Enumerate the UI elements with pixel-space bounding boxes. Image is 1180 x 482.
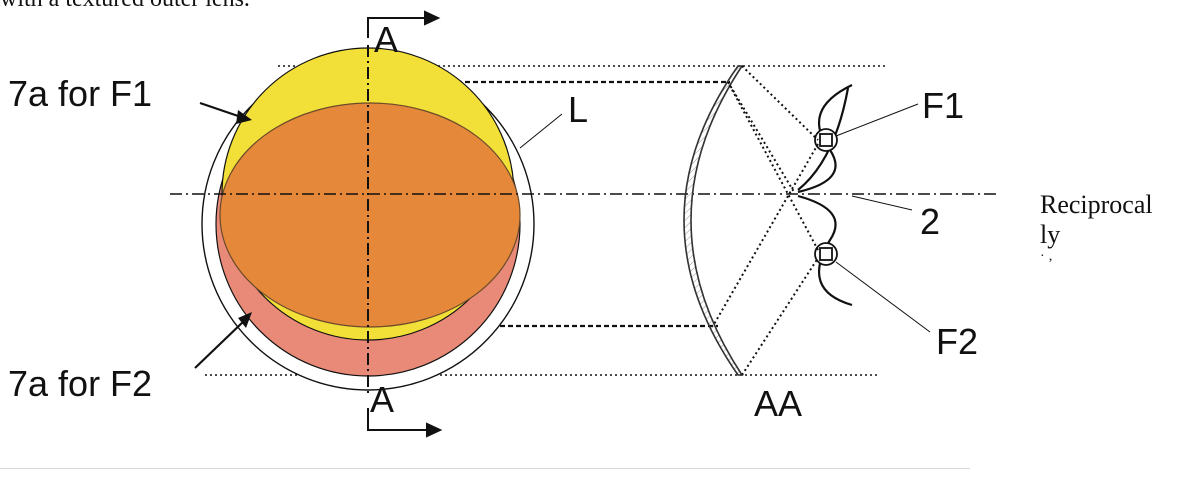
bottom-arrow-head xyxy=(426,422,443,438)
reflectors xyxy=(797,84,853,307)
top-caption-text: with a textured outer lens. xyxy=(0,0,250,13)
section-arrows xyxy=(367,10,443,438)
lens-leader xyxy=(519,113,563,149)
side-text-line3: · ‚ xyxy=(1040,249,1053,264)
center-lines xyxy=(170,45,1000,395)
section-view-label: AA xyxy=(754,383,802,424)
side-text-block: Reciprocal ly · ‚ xyxy=(1040,190,1180,264)
ray-lines xyxy=(712,65,819,376)
ray-f1-top xyxy=(741,65,819,141)
lens-cross-section xyxy=(683,65,744,376)
zone-leaders xyxy=(194,101,252,369)
f2-leader xyxy=(835,261,931,333)
side-text-line1: Reciprocal xyxy=(1040,190,1153,219)
axis-ref-label: 2 xyxy=(920,201,940,242)
zone-f1-arrowhead xyxy=(236,110,252,124)
top-arrow-head xyxy=(424,10,441,26)
label-leaders xyxy=(835,103,931,333)
zone-f2-leader xyxy=(194,319,246,369)
reflector-f2 xyxy=(797,194,853,307)
axis-ref-leader xyxy=(851,195,913,211)
bottom-section-arrow xyxy=(367,408,432,431)
bulbs xyxy=(814,128,838,266)
bottom-divider xyxy=(0,468,970,469)
zone-f2-label: 7a for F2 xyxy=(8,363,152,404)
ray-f2-bottom xyxy=(741,257,819,376)
overlap-ellipse xyxy=(219,102,521,328)
bulb-f2-filament xyxy=(819,247,833,261)
section-label-bottom: A xyxy=(370,379,394,420)
ray-f1-inner xyxy=(727,81,795,193)
focus-f2-label: F2 xyxy=(936,321,978,362)
f1-leader xyxy=(835,103,919,137)
zone-f1-leader xyxy=(199,101,245,120)
side-text-line2: ly xyxy=(1040,220,1061,249)
zone-f2-arrowhead xyxy=(238,312,252,328)
lens-label: L xyxy=(568,89,588,130)
focus-f1-label: F1 xyxy=(922,85,964,126)
ray-f2-cross xyxy=(728,83,819,251)
top-section-arrow xyxy=(367,17,430,38)
ray-f1-cross xyxy=(712,143,819,327)
section-label-top: A xyxy=(374,19,398,60)
bulb-f1 xyxy=(814,128,838,152)
bulb-f2 xyxy=(814,242,838,266)
bulb-f1-filament xyxy=(819,133,833,147)
zone-f1-label: 7a for F1 xyxy=(8,73,152,114)
